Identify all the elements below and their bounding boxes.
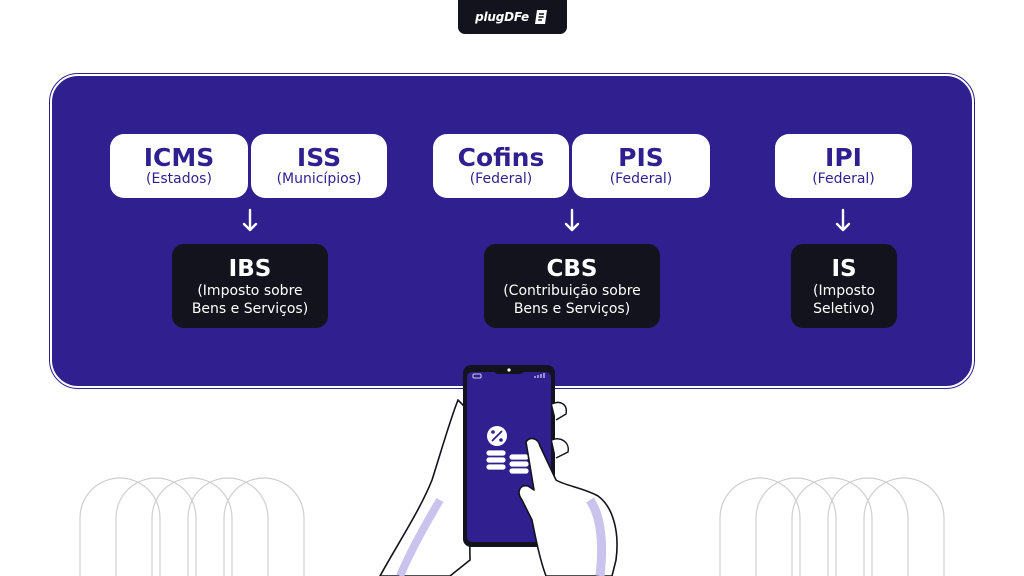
arrow-down-icon	[835, 208, 851, 232]
arrow-down-icon	[242, 208, 258, 232]
result-desc-line1: (Imposto	[812, 283, 876, 299]
result-card-cbs: CBS (Contribuição sobre Bens e Serviços)	[484, 244, 660, 328]
result-desc-line2: Bens e Serviços)	[191, 301, 309, 317]
tax-name: ICMS	[143, 143, 215, 172]
result-name: IBS	[228, 256, 272, 282]
tax-card-cofins: Cofins (Federal)	[433, 134, 569, 198]
result-desc-line2: Bens e Serviços)	[513, 301, 631, 317]
result-name: IS	[831, 256, 857, 282]
tax-card-iss: ISS (Municípios)	[251, 134, 387, 198]
tax-scope: (Municípios)	[276, 171, 362, 187]
tax-reform-panel	[49, 73, 975, 389]
pointing-finger-shape	[518, 437, 618, 576]
result-desc-line2: Seletivo)	[813, 301, 875, 317]
decorative-arcs-left	[79, 477, 305, 576]
tax-name: ISS	[296, 143, 342, 172]
result-desc-line1: (Imposto sobre	[197, 283, 303, 299]
tax-name: Cofins	[457, 143, 545, 172]
result-desc-line1: (Contribuição sobre	[503, 283, 641, 299]
result-name: CBS	[546, 256, 598, 282]
tax-scope: (Federal)	[812, 171, 875, 187]
left-hand-shape	[379, 398, 471, 576]
tax-scope: (Federal)	[469, 171, 533, 187]
result-card-is: IS (Imposto Seletivo)	[791, 244, 897, 328]
result-card-ibs: IBS (Imposto sobre Bens e Serviços)	[172, 244, 328, 328]
percent-icon	[487, 426, 507, 446]
document-icon	[534, 10, 547, 24]
tax-scope: (Federal)	[609, 171, 673, 187]
arrow-down-icon	[564, 208, 580, 232]
tax-card-pis: PIS (Federal)	[572, 134, 710, 198]
tax-card-ipi: IPI (Federal)	[775, 134, 912, 198]
coin-stack-icon	[485, 449, 530, 475]
tax-scope: (Estados)	[146, 171, 212, 187]
tax-name: PIS	[618, 143, 664, 172]
tax-name: IPI	[825, 143, 862, 172]
brand-logo: plugDFe	[458, 0, 567, 34]
decorative-arcs-right	[719, 477, 945, 576]
brand-logo-text: plugDFe	[475, 10, 529, 24]
tax-card-icms: ICMS (Estados)	[110, 134, 248, 198]
